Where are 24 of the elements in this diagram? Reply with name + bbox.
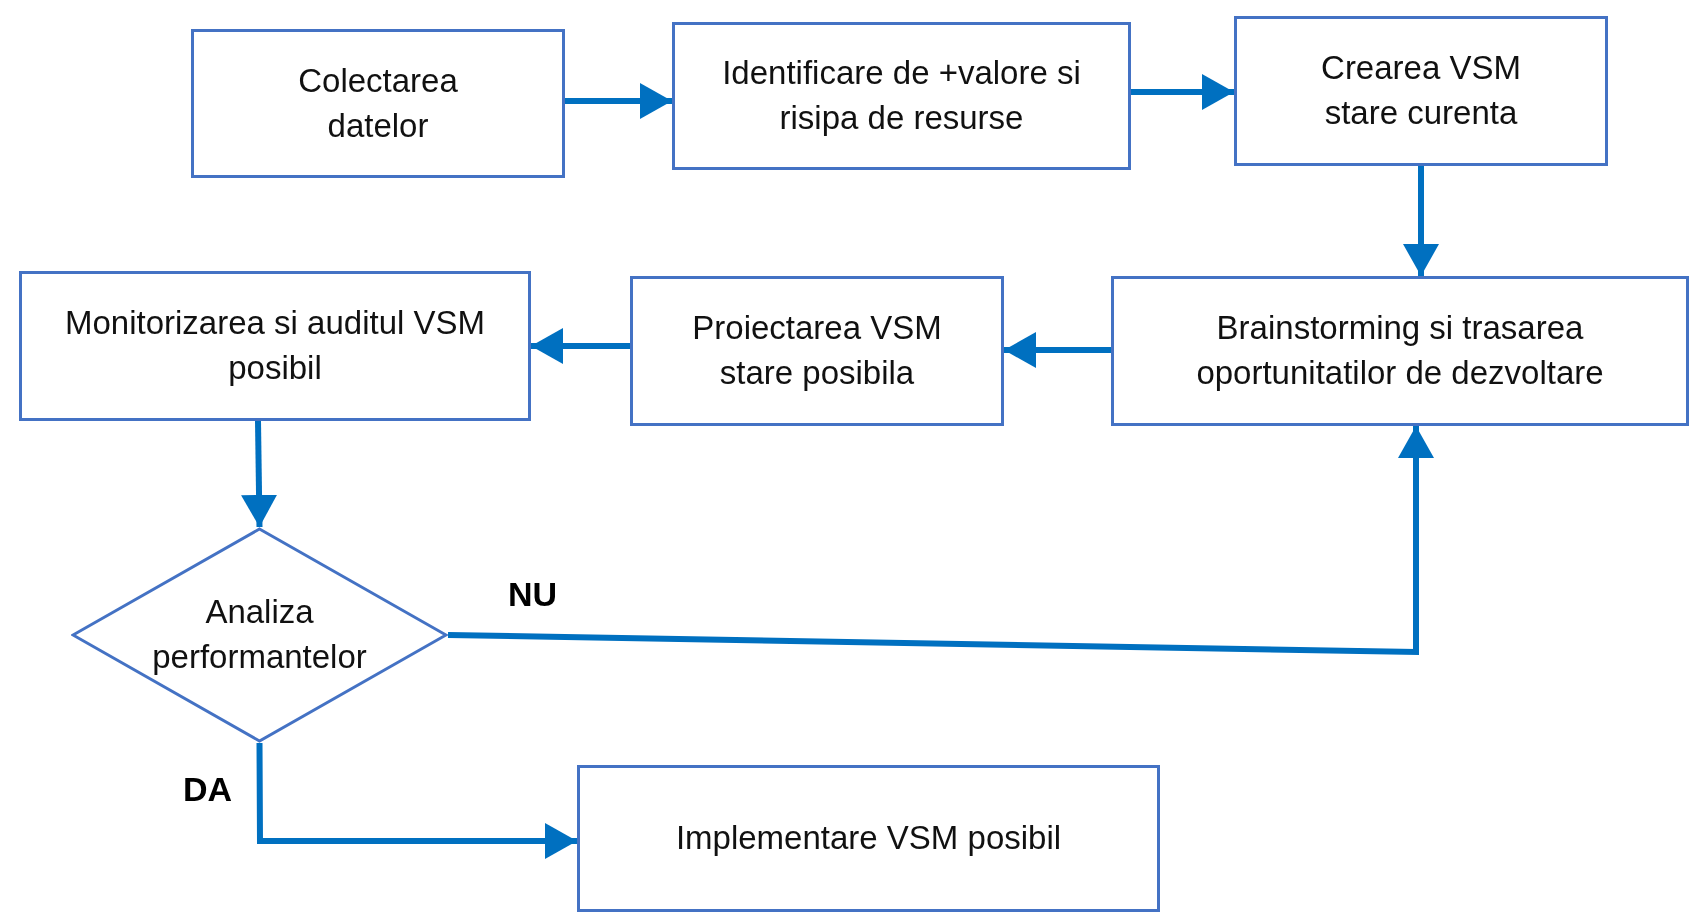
decision-diamond	[71, 527, 448, 743]
node-label: Colectarea datelor	[297, 60, 459, 146]
node-label: Analiza performantelor	[151, 592, 368, 677]
node-label: Identificare de +valore si risipa de resurse	[721, 53, 1082, 138]
process-box	[630, 276, 1004, 426]
arrow	[1004, 332, 1111, 368]
node-label: Proiectarea VSM stare posibila	[691, 308, 943, 393]
process-box	[19, 271, 531, 421]
arrow	[1403, 166, 1439, 276]
arrow	[241, 420, 278, 528]
process-box	[1234, 16, 1608, 166]
node-label: Brainstorming si trasarea oportunitatilor de dezvoltare	[1195, 308, 1605, 393]
node-label: Monitorizarea si auditul VSM posibil	[64, 303, 486, 388]
process-box	[672, 22, 1131, 170]
arrow	[1131, 74, 1234, 110]
node-label: Implementare VSM posibil	[675, 818, 1062, 859]
arrow	[256, 743, 577, 859]
arrow	[565, 83, 672, 119]
process-box	[191, 29, 565, 178]
process-box	[1111, 276, 1689, 426]
arrow	[447, 426, 1434, 656]
arrow	[531, 328, 630, 364]
process-box	[577, 765, 1160, 912]
node-label: Crearea VSM stare curenta	[1320, 48, 1522, 133]
